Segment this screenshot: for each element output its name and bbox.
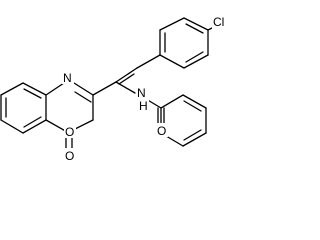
amide-nitrogen-label: N — [137, 86, 146, 100]
vinyl-oxazinone-bond — [92, 81, 117, 96]
chlorophenyl-ring — [159, 17, 209, 69]
benzoyl-phenyl-ring — [160, 94, 207, 147]
ring-vinyl-bond — [136, 54, 161, 69]
oxazinone-ring — [45, 82, 94, 134]
vinyl-double-bond-outer — [115, 67, 138, 83]
vinyl-nh-bond — [115, 81, 136, 94]
ring-oxygen-label: O — [65, 125, 74, 139]
fused-benzene-ring — [0, 82, 47, 134]
vinyl-double-bond-inner — [118, 73, 135, 85]
amide-oxygen-label: O — [157, 124, 166, 138]
lactone-oxygen-label: O — [65, 149, 74, 163]
amide-hydrogen-label: H — [139, 99, 148, 113]
chemical-structure: Cl N N H O O O — [0, 15, 225, 163]
ring-nitrogen-label: N — [63, 71, 72, 85]
chlorine-label: Cl — [213, 15, 224, 29]
